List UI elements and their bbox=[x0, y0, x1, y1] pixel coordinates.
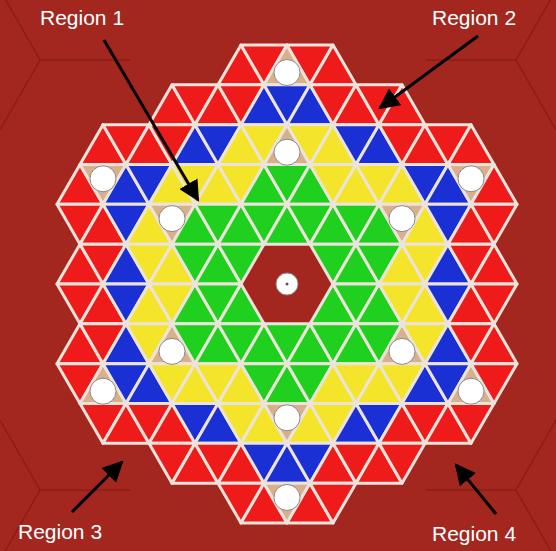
channel-hole bbox=[274, 139, 300, 165]
channel-hole bbox=[389, 206, 415, 232]
channel-hole bbox=[458, 166, 484, 192]
central-channel bbox=[276, 273, 298, 295]
channel-hole bbox=[159, 338, 185, 364]
fuel-element bbox=[218, 244, 264, 284]
fuel-element bbox=[310, 483, 356, 523]
fuel-element bbox=[471, 244, 517, 284]
fuel-element bbox=[310, 45, 356, 85]
channel-hole bbox=[90, 378, 116, 404]
fuel-element bbox=[471, 324, 517, 364]
channel-hole bbox=[458, 378, 484, 404]
fuel-element bbox=[448, 125, 494, 165]
central-dot bbox=[286, 283, 289, 286]
fuel-element bbox=[471, 204, 517, 244]
region-label: Region 2 bbox=[432, 6, 516, 29]
channel-hole bbox=[159, 206, 185, 232]
region-label: Region 1 bbox=[40, 6, 124, 29]
fuel-element bbox=[379, 443, 425, 483]
channel-hole bbox=[274, 484, 300, 510]
fuel-element bbox=[218, 284, 264, 324]
channel-hole bbox=[389, 338, 415, 364]
channel-hole bbox=[274, 405, 300, 431]
channel-hole bbox=[274, 60, 300, 86]
fuel-element bbox=[448, 404, 494, 444]
leader-line bbox=[380, 36, 478, 108]
region-label: Region 4 bbox=[432, 522, 516, 545]
fuel-element bbox=[471, 284, 517, 324]
region-label: Region 3 bbox=[18, 520, 102, 543]
leader-line bbox=[456, 465, 496, 514]
channel-hole bbox=[90, 166, 116, 192]
leader-line bbox=[104, 40, 198, 200]
leader-line bbox=[72, 462, 122, 512]
